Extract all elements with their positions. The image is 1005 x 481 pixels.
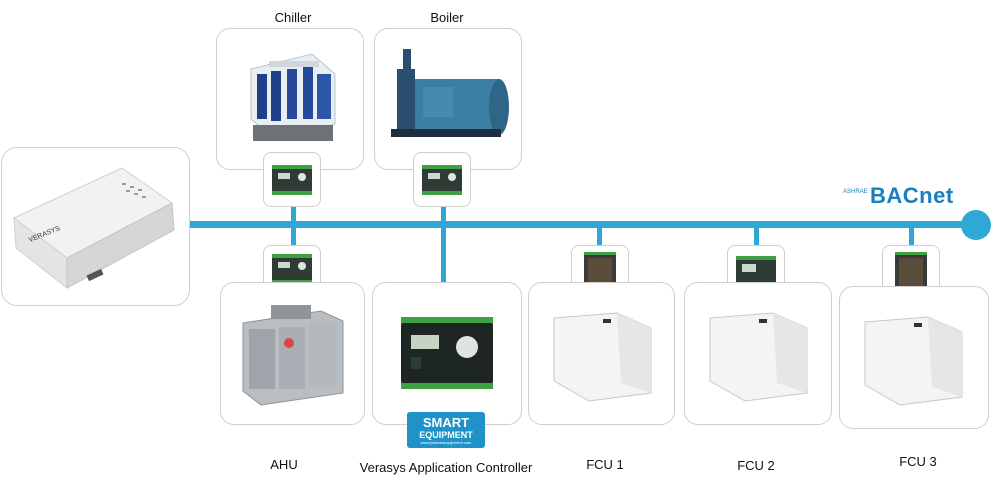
ashrae-logo: ASHRAE [843,189,868,195]
drop-ahu [291,226,296,246]
vac-box [372,282,522,425]
chiller-image [250,53,336,142]
label-fcu1: FCU 1 [586,457,624,472]
drop-vac [441,226,446,284]
fcu3-box [839,286,989,429]
label-ahu: AHU [270,457,298,472]
fan-coil-unit-image [709,312,808,402]
fcu2-box [684,282,832,425]
boiler-controller-box [413,152,471,207]
label-fcu2: FCU 2 [737,458,775,473]
bacnet-logo: BACnet [870,183,954,208]
chiller-controller-box [263,152,321,207]
smart-equipment-logo: SMART EQUIPMENT www.jcismartequipment.co… [407,412,485,448]
application-controller-image [401,317,493,389]
label-vac: Verasys Application Controller [359,460,533,475]
drop-boiler [441,205,446,223]
label-chiller: Chiller [274,10,312,25]
fcu-controller-icon [895,252,927,290]
drop-fcu2 [754,226,759,246]
fan-coil-unit-image [553,312,652,402]
boiler-image [391,49,509,137]
fcu1-box [528,282,675,425]
drop-fcu1 [597,226,602,246]
chiller-box [216,28,364,170]
bacnet-network-bus [188,221,978,228]
label-fcu3: FCU 3 [899,454,937,469]
drop-chiller [291,205,296,223]
fcu-controller-icon [584,252,616,290]
ahu-box [220,282,365,425]
label-boiler: Boiler [430,10,464,25]
controller-module-icon [272,165,312,195]
fan-coil-unit-image [864,316,963,406]
bus-endpoint [961,210,991,240]
drop-fcu3 [909,226,914,246]
boiler-box [374,28,522,170]
verasys-hub-image [13,167,175,290]
controller-module-icon [422,165,462,195]
verasys-hub-box: VERASYS [1,147,190,306]
ahu-image [242,305,344,406]
